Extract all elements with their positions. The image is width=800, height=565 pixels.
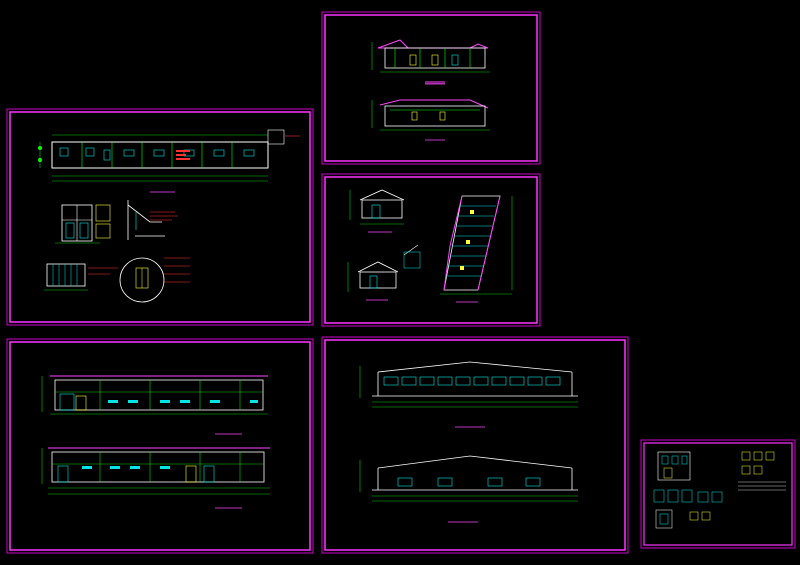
floor-plan (38, 129, 300, 193)
elevation-view-3 (359, 361, 578, 428)
section-view-a (371, 39, 490, 85)
sheet-border-outer (6, 108, 314, 326)
sheet-border-inner (324, 14, 538, 162)
sheet-border-outer (321, 11, 541, 165)
sheet-middle-right-details (321, 173, 541, 327)
elevation-view-4 (359, 455, 578, 523)
sheet-border-inner (643, 442, 793, 546)
detail-stair-section (440, 195, 513, 303)
section-view-b (371, 99, 490, 141)
sheet-border-inner (9, 111, 311, 323)
detail-house-section-1 (349, 189, 405, 233)
door-window-schedule (653, 451, 786, 529)
sheet-border-inner (324, 339, 626, 551)
sheet-border-outer (640, 439, 796, 549)
sheet-border-inner (9, 341, 311, 551)
elevation-view-2 (41, 447, 270, 509)
sheet-small-right-schedule (640, 439, 796, 549)
sheet-border-inner (324, 176, 538, 324)
detail-railing (44, 263, 118, 291)
sheet-top-right-sections (321, 11, 541, 165)
sheet-border-outer (6, 338, 314, 554)
sheet-lower-right-elevations (321, 336, 629, 554)
sheet-lower-left-elevations (6, 338, 314, 554)
detail-house-section-2 (347, 244, 421, 301)
detail-canopy (127, 200, 178, 240)
detail-window-frame (55, 204, 111, 244)
detail-circle-callout (119, 257, 190, 303)
sheet-border-outer (321, 336, 629, 554)
sheet-border-outer (321, 173, 541, 327)
elevation-view-1 (41, 375, 268, 435)
sheet-upper-left-plan (6, 108, 314, 326)
